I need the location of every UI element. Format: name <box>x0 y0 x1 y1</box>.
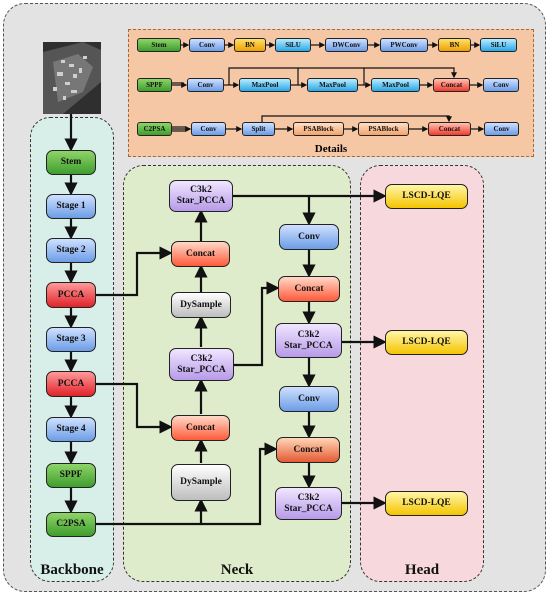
detail-row3-split: Split <box>242 122 275 136</box>
head-lscd-lqe-3: LSCD-LQE <box>385 491 468 516</box>
neck-concat-right-1: Concat <box>278 276 340 302</box>
detail-c2psa-label: C2PSA <box>137 122 172 136</box>
detail-row2-conv-2: Conv <box>483 78 519 92</box>
backbone-c2psa: C2PSA <box>46 512 96 537</box>
detail-row2-concat: Concat <box>433 78 470 92</box>
neck-conv-2: Conv <box>279 386 339 412</box>
neck-c3k2-right-2: C3k2 Star_PCCA <box>275 487 342 520</box>
backbone-sppf: SPPF <box>46 463 96 488</box>
neck-c3k2-top: C3k2 Star_PCCA <box>169 180 233 212</box>
neck-title: Neck <box>220 562 254 578</box>
neck-c3k2-right-1: C3k2 Star_PCCA <box>275 323 342 358</box>
detail-row1-bn-2: BN <box>438 38 471 52</box>
detail-row2-maxpool-3: MaxPool <box>371 78 420 92</box>
detail-row2-maxpool-2: MaxPool <box>307 78 358 92</box>
neck-c3k2-mid: C3k2 Star_PCCA <box>169 348 234 381</box>
head-panel: Head <box>360 165 484 582</box>
detail-row1-dwconv: DWConv <box>325 38 368 52</box>
backbone-stage-3: Stage 3 <box>46 327 96 352</box>
neck-dysample-bottom: DySample <box>171 464 231 501</box>
backbone-pcca-1: PCCA <box>46 282 96 308</box>
detail-row2-conv: Conv <box>187 78 224 92</box>
detail-row1-bn: BN <box>234 38 266 52</box>
detail-stem-label: Stem <box>137 38 181 52</box>
input-image <box>43 42 101 114</box>
details-title: Details <box>314 143 348 155</box>
detail-row3-psablock-1: PSABlock <box>293 122 344 136</box>
backbone-stage-2: Stage 2 <box>46 238 96 263</box>
detail-row1-silu-2: SiLU <box>480 38 517 52</box>
backbone-stage-4: Stage 4 <box>46 417 96 442</box>
head-lscd-lqe-2: LSCD-LQE <box>385 330 468 355</box>
backbone-stem: Stem <box>46 150 96 175</box>
neck-concat-mid: Concat <box>171 415 230 441</box>
backbone-stage-1: Stage 1 <box>46 194 96 219</box>
neck-concat-top: Concat <box>171 241 230 267</box>
detail-row3-concat: Concat <box>428 122 471 136</box>
detail-row3-psablock-2: PSABlock <box>358 122 409 136</box>
backbone-pcca-2: PCCA <box>46 371 96 397</box>
detail-row1-silu: SiLU <box>275 38 311 52</box>
detail-row3-conv-2: Conv <box>484 122 519 136</box>
detail-row2-maxpool-1: MaxPool <box>239 78 291 92</box>
neck-concat-right-2: Concat <box>276 437 340 463</box>
detail-sppf-label: SPPF <box>137 78 172 92</box>
head-lscd-lqe-1: LSCD-LQE <box>385 184 468 209</box>
backbone-title: Backbone <box>40 562 104 578</box>
neck-conv-1: Conv <box>279 224 339 250</box>
neck-dysample-top: DySample <box>171 292 231 318</box>
detail-row1-pwconv: PWConv <box>380 38 428 52</box>
detail-row1-conv: Conv <box>189 38 225 52</box>
head-title: Head <box>404 562 440 578</box>
detail-row3-conv: Conv <box>191 122 226 136</box>
